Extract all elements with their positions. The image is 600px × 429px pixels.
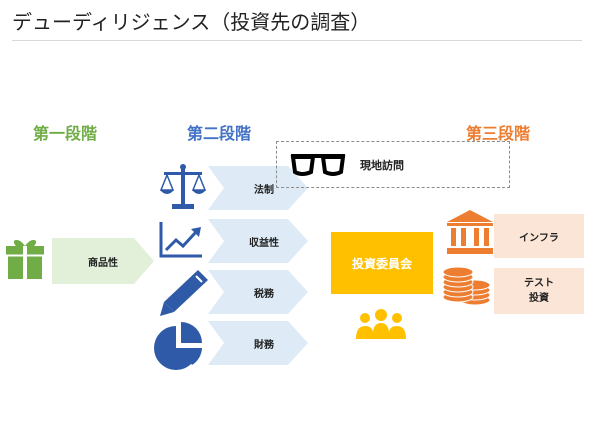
pie-chart-icon	[152, 320, 208, 372]
chevron-tax: 税務	[208, 270, 308, 314]
chevron-legal-label: 法制	[254, 184, 274, 196]
bank-icon	[445, 208, 495, 256]
infra-box: インフラ	[494, 214, 584, 258]
glasses-icon	[289, 152, 347, 178]
chevron-profitability-label: 収益性	[249, 237, 279, 249]
stage-second-label: 第二段階	[187, 124, 252, 143]
stage-first-label: 第一段階	[33, 124, 98, 143]
pen-icon	[156, 268, 210, 318]
gift-icon	[6, 236, 44, 280]
chevron-finance: 財務	[208, 321, 308, 365]
site-visit-box	[276, 141, 510, 188]
chevron-tax-label: 税務	[254, 288, 274, 300]
growth-chart-icon	[158, 220, 204, 260]
chevron-finance-label: 財務	[254, 339, 274, 351]
chevron-legal: 法制	[208, 166, 308, 210]
investment-committee-box: 投資委員会	[331, 232, 433, 294]
infra-label: インフラ	[519, 232, 559, 244]
site-visit-label: 現地訪問	[360, 159, 404, 172]
stage-third-label: 第三段階	[466, 124, 531, 143]
coins-icon	[441, 262, 493, 306]
chevron-product: 商品性	[52, 238, 154, 284]
scales-icon	[158, 162, 208, 212]
chevron-profitability: 収益性	[208, 219, 308, 263]
people-icon	[352, 306, 410, 340]
test-investment-box: テスト 投資	[494, 268, 584, 314]
chevron-product-label: 商品性	[88, 257, 118, 269]
test-investment-label-line1: テスト	[524, 278, 554, 289]
title-divider	[12, 40, 582, 41]
test-investment-label-line2: 投資	[529, 293, 549, 304]
page-title: デューディリジェンス（投資先の調査）	[12, 10, 371, 34]
investment-committee-label: 投資委員会	[351, 256, 412, 271]
